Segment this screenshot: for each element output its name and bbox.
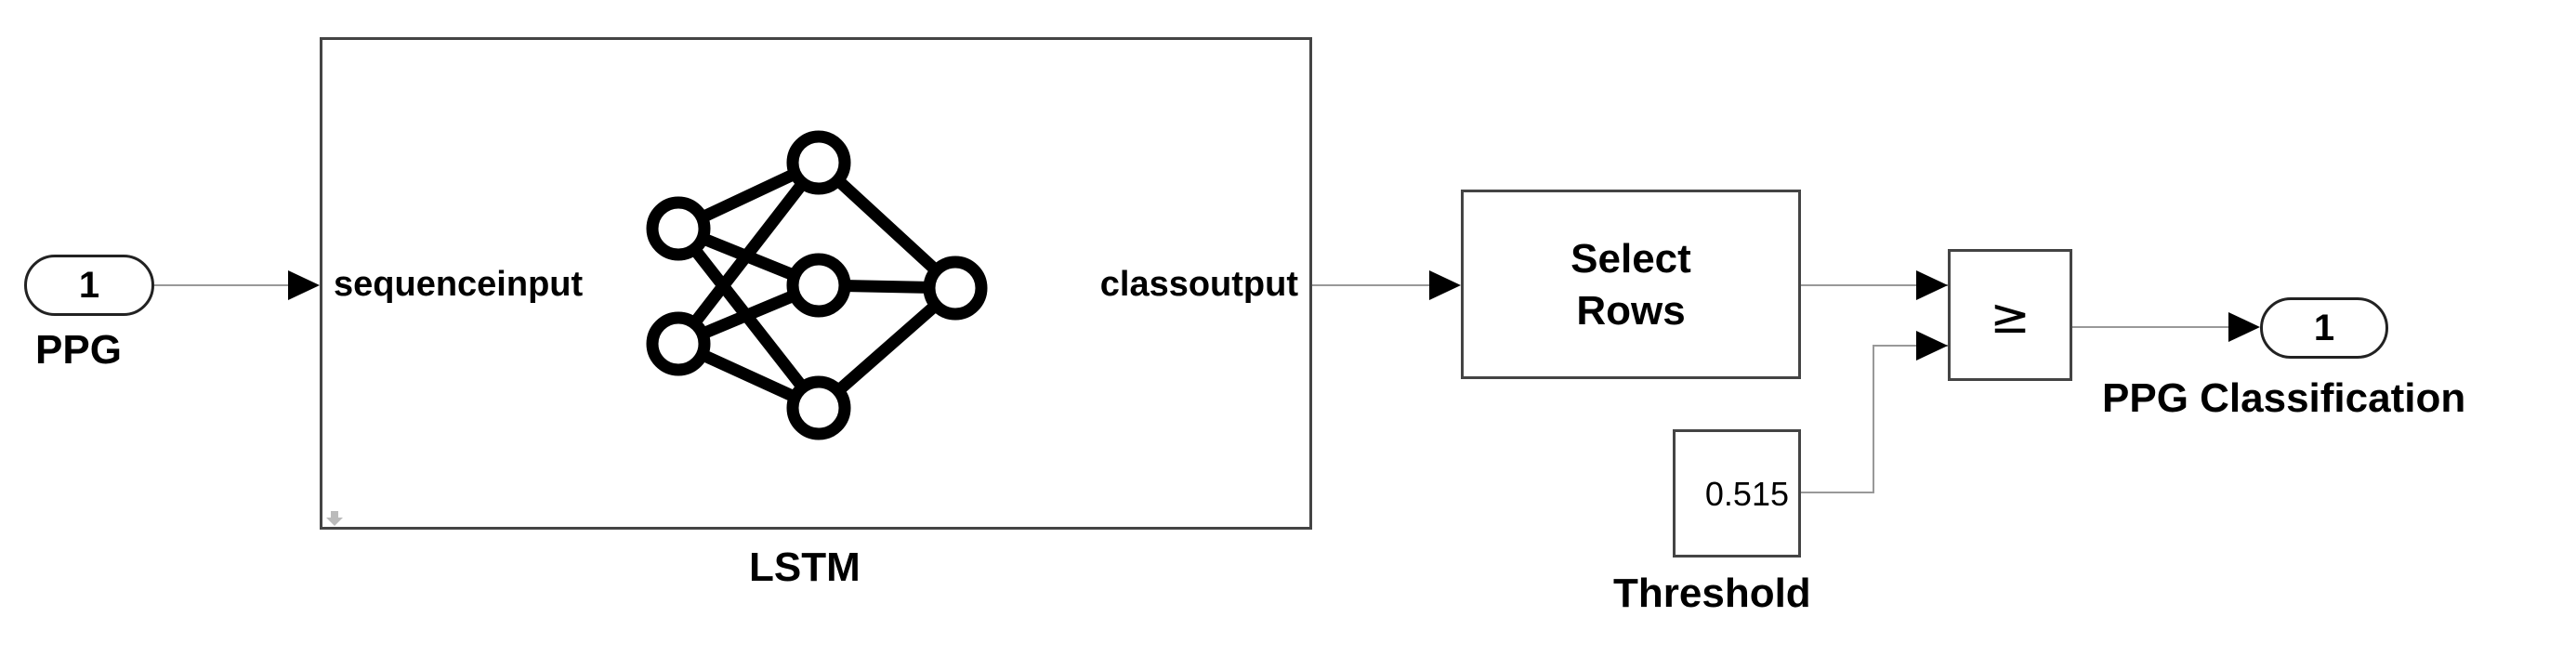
lstm-label: LSTM bbox=[749, 544, 861, 590]
inport-block[interactable]: 1 bbox=[24, 255, 154, 316]
threshold-label: Threshold bbox=[1613, 571, 1811, 616]
arrow-into-compare-top bbox=[1916, 270, 1948, 300]
outport-number: 1 bbox=[2313, 307, 2335, 348]
threshold-value: 0.515 bbox=[1704, 475, 1789, 513]
select-rows-line2: Rows bbox=[1576, 288, 1686, 334]
lstm-output-port-label: classoutput bbox=[1099, 265, 1298, 304]
select-rows-block[interactable]: Select Rows bbox=[1461, 190, 1801, 379]
outport-label: PPG Classification bbox=[2102, 375, 2466, 421]
mask-indicator-icon bbox=[326, 511, 343, 526]
relational-operator-symbol: ≥ bbox=[1990, 289, 2031, 345]
inport-label: PPG bbox=[35, 327, 122, 373]
arrow-into-lstm bbox=[288, 270, 320, 300]
neural-network-icon bbox=[326, 130, 988, 526]
arrow-into-outport bbox=[2228, 312, 2260, 342]
signal-threshold-to-compare[interactable] bbox=[1801, 345, 1948, 493]
lstm-input-port-label: sequenceinput bbox=[334, 265, 584, 304]
arrow-into-select-rows bbox=[1429, 270, 1461, 300]
relational-operator-block[interactable]: ≥ bbox=[1948, 249, 2072, 381]
lstm-block[interactable]: sequenceinput classoutput bbox=[320, 37, 1312, 530]
outport-block[interactable]: 1 bbox=[2260, 297, 2388, 359]
select-rows-line1: Select bbox=[1571, 236, 1691, 282]
threshold-constant-block[interactable]: 0.515 bbox=[1673, 429, 1801, 558]
inport-number: 1 bbox=[78, 264, 100, 306]
arrow-into-compare-bottom bbox=[1916, 331, 1948, 361]
select-rows-text: Select Rows bbox=[1464, 233, 1798, 337]
